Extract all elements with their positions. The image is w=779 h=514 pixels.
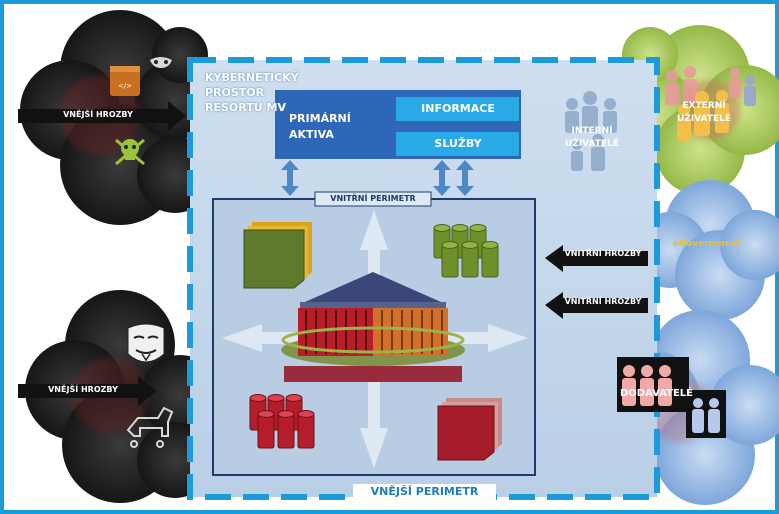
- services-label: SLUŽBY: [434, 137, 482, 150]
- people-group-icon: [565, 91, 617, 171]
- outer-perimeter-border: [187, 57, 660, 500]
- document-stack-icon: [437, 398, 502, 461]
- cross-arrows: [222, 210, 528, 468]
- external-threat-cloud-bottom: [25, 290, 220, 503]
- outer-perimeter-tab: [353, 484, 496, 500]
- skull-crossbones-icon: [115, 138, 145, 166]
- svg-text:</>: </>: [118, 82, 132, 90]
- double-arrow-icon: [281, 160, 474, 196]
- inner-perimeter-tab: [314, 191, 432, 207]
- outer-perimeter-label: VNĚJŠÍ PERIMETR: [370, 485, 479, 498]
- external-threat-arrow: [18, 376, 156, 406]
- database-cluster-icon: [433, 224, 499, 278]
- database-cluster-icon: [249, 394, 315, 449]
- suppliers-label: DODAVATELÉ: [619, 388, 694, 399]
- document-stack-icon: [243, 222, 312, 289]
- internal-threats-label-1: VNITŘNÍ HROZBY: [564, 249, 642, 258]
- internal-threat-arrow: [545, 292, 648, 319]
- virus-window-icon: </>: [110, 66, 140, 96]
- external-users-label: EXTERNÍ UŽIVATELÉ: [677, 101, 731, 124]
- internal-threats-label-2: VNITŘNÍ HROZBY: [564, 297, 642, 306]
- primary-assets-label: PRIMÁRNÍ AKTIVA: [289, 112, 351, 141]
- people-group-icon: [617, 357, 726, 438]
- people-group-icon: [665, 66, 756, 141]
- government-building-icon: [281, 272, 465, 382]
- external-threat-arrow: [18, 101, 186, 131]
- internal-users-label: INTERNÍ UŽIVATELÉ: [565, 126, 619, 149]
- cyber-space-label: KYBERNETICKÝ PROSTOR RESORTU MV: [205, 71, 299, 114]
- egovernment-cloud: [632, 180, 779, 320]
- external-threats-label-top: VNĚJŠÍ HROZBY: [63, 110, 133, 119]
- anonymous-mask-icon: [127, 323, 165, 363]
- external-threats-label-bottom: VNĚJŠÍ HROZBY: [48, 385, 118, 394]
- mask-icon: [150, 57, 172, 68]
- information-bar: [396, 97, 519, 121]
- services-bar: [396, 132, 519, 156]
- trojan-horse-icon: [126, 406, 174, 448]
- egovernment-label: eGovernment: [672, 239, 742, 249]
- internal-threat-arrow: [545, 245, 648, 272]
- information-label: INFORMACE: [421, 102, 495, 115]
- inner-perimeter-label: VNITŘNÍ PERIMETR: [330, 194, 416, 203]
